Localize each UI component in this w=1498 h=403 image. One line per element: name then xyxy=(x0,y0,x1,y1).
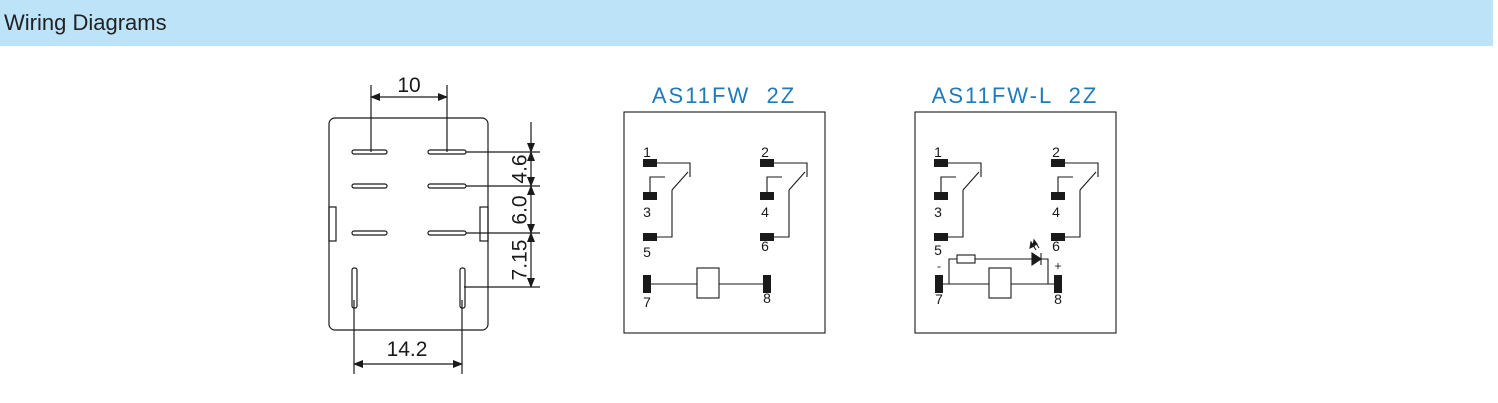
d1-pin-4: 4 xyxy=(761,204,769,220)
resistor xyxy=(956,254,976,264)
d1-pin-7: 7 xyxy=(643,294,651,310)
section-title: Wiring Diagrams xyxy=(4,10,167,35)
d2-pin-3: 3 xyxy=(934,204,942,220)
diagram-1-title: AS11FW 2Z xyxy=(652,83,796,108)
diagram-2-title: AS11FW-L 2Z xyxy=(932,83,1099,108)
d2-pin-4: 4 xyxy=(1052,204,1060,220)
pin-slots xyxy=(351,149,467,236)
d2-polarity-plus: + xyxy=(1054,259,1061,273)
dim-top-width: 10 xyxy=(397,74,420,97)
side-clip-left xyxy=(328,206,337,242)
d1-pin-1: 1 xyxy=(643,144,651,160)
dim-spacing-1: 4.6 xyxy=(509,154,532,183)
led-diode xyxy=(1031,251,1042,267)
dim-spacing-2: 6.0 xyxy=(509,195,532,224)
d1-pin-2: 2 xyxy=(761,144,769,160)
d1-pin-6: 6 xyxy=(761,238,769,254)
diagram-1-pin-labels: 1 2 3 4 5 6 7 8 xyxy=(643,144,771,310)
diagram-2-pin-labels: 1 2 3 4 5 6 7 8 - + xyxy=(934,144,1062,307)
dim-bottom-width: 14.2 xyxy=(387,338,428,361)
d2-pin-1: 1 xyxy=(934,144,942,160)
d1-pin-5: 5 xyxy=(643,244,651,260)
d2-pin-6: 6 xyxy=(1052,238,1060,254)
diagram-1 xyxy=(623,111,826,334)
relay-dimension-drawing xyxy=(328,85,540,374)
d1-pin-8: 8 xyxy=(763,290,771,306)
d1-pin-3: 3 xyxy=(643,204,651,220)
d2-pin-7: 7 xyxy=(935,291,943,307)
d2-polarity-minus: - xyxy=(937,259,941,273)
d2-pin-5: 5 xyxy=(934,242,942,258)
diagram-2 xyxy=(914,111,1117,334)
diagram-1-frame xyxy=(623,111,826,334)
diagram-2-terminals xyxy=(934,159,1065,293)
section-header: Wiring Diagrams xyxy=(0,0,1493,46)
d2-pin-8: 8 xyxy=(1054,291,1062,307)
diagram-1-terminals xyxy=(643,159,774,293)
diagram-2-frame xyxy=(914,111,1117,334)
d2-pin-2: 2 xyxy=(1052,144,1060,160)
dim-spacing-3: 7.15 xyxy=(509,240,532,281)
side-clip-right xyxy=(479,206,489,242)
